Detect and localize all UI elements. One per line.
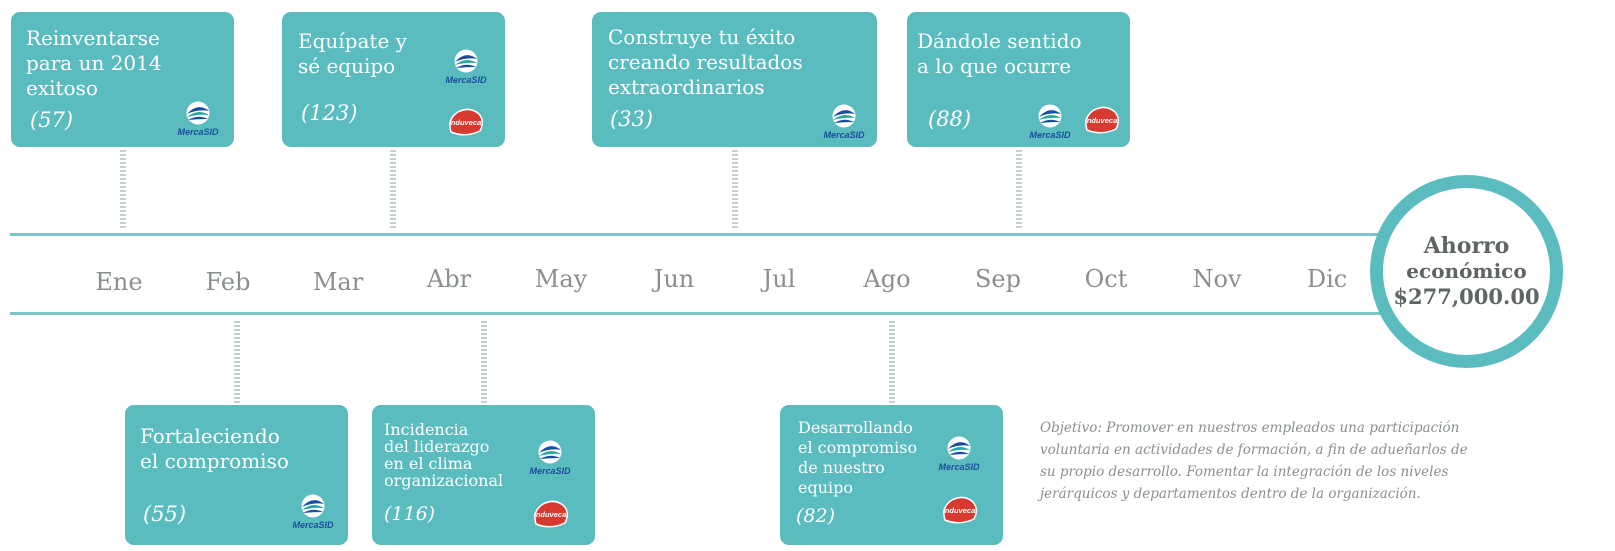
connector-line xyxy=(1016,150,1022,230)
connector-line xyxy=(390,150,396,230)
mercasid-logo xyxy=(1026,103,1074,141)
training-card-construye: Construye tu éxito creando resultados ex… xyxy=(592,12,877,147)
participant-count: (116) xyxy=(384,503,436,525)
mercasid-logo xyxy=(442,48,490,86)
training-card-reinventarse: Reinventarse para un 2014 exitoso (57) xyxy=(11,12,234,147)
connector-line xyxy=(732,150,738,230)
savings-label: Ahorro xyxy=(1423,232,1510,259)
mercasid-logo xyxy=(174,100,222,138)
induveca-logo xyxy=(939,495,979,525)
participant-count: (123) xyxy=(301,101,358,125)
training-card-incidencia: Incidencia del liderazgo en el clima org… xyxy=(372,405,595,545)
card-title: Equípate y sé equipo xyxy=(298,29,407,78)
month-label: Mar xyxy=(312,268,364,296)
induveca-logo xyxy=(445,107,485,137)
timeline-bottom-line xyxy=(10,312,1390,315)
card-title: Construye tu éxito creando resultados ex… xyxy=(608,25,803,99)
savings-label: económico xyxy=(1406,258,1527,283)
month-label: Ene xyxy=(95,268,143,296)
connector-line xyxy=(234,321,240,403)
timeline-top-line xyxy=(10,233,1390,236)
card-title: Desarrollando el compromiso de nuestro e… xyxy=(798,418,918,497)
savings-circle: Ahorro económico $277,000.00 xyxy=(1370,175,1563,368)
month-label: Dic xyxy=(1306,265,1348,293)
month-label: Sep xyxy=(974,265,1022,293)
month-label: Nov xyxy=(1192,265,1242,293)
mercasid-logo xyxy=(289,493,337,531)
card-title: Dándole sentido a lo que ocurre xyxy=(917,29,1082,78)
month-label: Jul xyxy=(762,265,796,293)
month-label: Feb xyxy=(205,268,251,296)
connector-line xyxy=(120,150,126,230)
savings-amount: $277,000.00 xyxy=(1393,283,1540,309)
connector-line xyxy=(889,321,895,403)
month-label: Jun xyxy=(653,265,695,293)
month-label: Oct xyxy=(1084,265,1128,293)
month-label: Ago xyxy=(863,265,911,293)
participant-count: (82) xyxy=(796,505,836,527)
induveca-logo xyxy=(530,499,570,529)
participant-count: (55) xyxy=(143,502,187,526)
training-card-fortaleciendo: Fortaleciendo el compromiso (55) xyxy=(125,405,348,545)
mercasid-logo xyxy=(820,103,868,141)
induveca-logo xyxy=(1081,105,1121,135)
connector-line xyxy=(481,321,487,403)
participant-count: (33) xyxy=(610,107,654,131)
mercasid-logo xyxy=(935,435,983,473)
mercasid-logo xyxy=(526,439,574,477)
participant-count: (88) xyxy=(928,107,972,131)
training-card-dandole: Dándole sentido a lo que ocurre (88) xyxy=(907,12,1130,147)
card-title: Fortaleciendo el compromiso xyxy=(140,424,289,473)
month-label: Abr xyxy=(426,265,472,293)
objective-text: Objetivo: Promover en nuestros empleados… xyxy=(1040,420,1468,502)
card-title: Reinventarse para un 2014 exitoso xyxy=(26,26,162,100)
training-card-desarrollando: Desarrollando el compromiso de nuestro e… xyxy=(780,405,1003,545)
card-title: Incidencia del liderazgo en el clima org… xyxy=(384,420,504,490)
training-card-equipate: Equípate y sé equipo (123) xyxy=(282,12,505,147)
participant-count: (57) xyxy=(30,108,74,132)
month-label: May xyxy=(534,265,588,293)
